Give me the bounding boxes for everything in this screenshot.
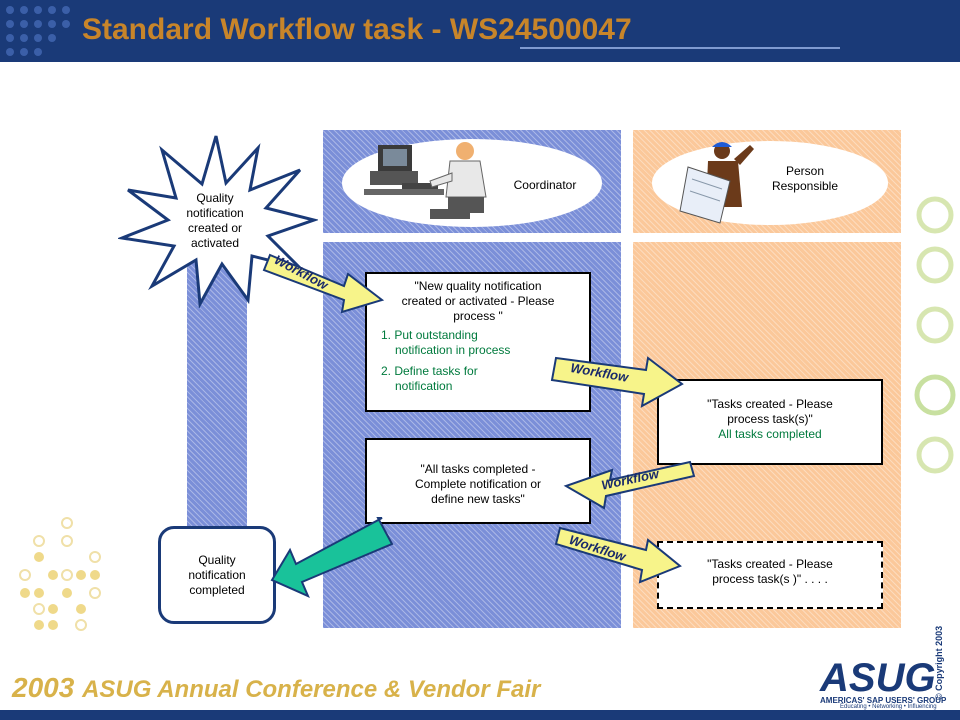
workflow-arrow-4	[554, 526, 682, 584]
new-notification-line3: process "	[453, 309, 503, 323]
conference-name: ASUG Annual Conference & Vendor Fair	[82, 676, 541, 703]
header-bar: Standard Workflow task - WS24500047	[0, 0, 960, 62]
end-event-line2: notification	[188, 568, 246, 582]
step1-line2: notification in process	[395, 343, 511, 357]
left-dots-decoration	[19, 517, 101, 631]
header-rule	[520, 47, 840, 49]
tasks-created-box: "Tasks created - Please process task(s)"…	[657, 379, 883, 465]
person-label-line2: Responsible	[771, 179, 839, 193]
tasks-created-line1: "Tasks created - Please	[707, 397, 833, 411]
start-event-line2: notification	[186, 206, 244, 220]
all-completed-line3: define new tasks"	[431, 492, 525, 506]
person-label-line1: Person	[785, 164, 825, 178]
tasks-created-line2: process task(s)"	[727, 412, 813, 426]
workflow-arrow-3	[563, 460, 696, 510]
conference-year: 2003	[12, 672, 75, 703]
conference-banner: 2003 ASUG Annual Conference & Vendor Fai…	[12, 672, 540, 704]
computer-icon	[364, 145, 444, 195]
end-event-line3: completed	[189, 583, 245, 597]
end-event-line1: Quality	[198, 553, 236, 567]
tasks-created-pending-box: "Tasks created - Please process task(s )…	[657, 541, 883, 609]
person-responsible-ellipse	[652, 141, 888, 225]
coordinator-person-icon	[429, 142, 487, 219]
copyright-text: © Copyright 2003	[934, 625, 944, 700]
new-notification-line1: "New quality notification	[414, 279, 542, 293]
all-completed-line1: "All tasks completed -	[420, 462, 536, 476]
pending-line2: process task(s )" . . . .	[712, 572, 828, 586]
asug-tagline: Educating • Networking • Influencing	[840, 704, 937, 710]
step1-line1: 1. Put outstanding	[381, 328, 478, 342]
header-dots-decoration	[6, 6, 70, 56]
new-notification-line2: created or activated - Please	[401, 294, 555, 308]
page-title: Standard Workflow task - WS24500047	[82, 13, 632, 46]
tasks-status-text: All tasks completed	[718, 427, 822, 441]
coordinator-label: Coordinator	[513, 178, 577, 192]
right-rings-decoration	[914, 196, 956, 474]
worker-with-blueprint-icon	[679, 142, 754, 224]
start-event-line4: activated	[190, 236, 240, 250]
start-event-line3: created or	[187, 221, 243, 235]
step2-line1: 2. Define tasks for	[381, 364, 478, 378]
asug-subtitle: AMERICAS' SAP USERS' GROUP	[820, 696, 947, 705]
pending-line1: "Tasks created - Please	[707, 557, 833, 571]
completion-arrow	[270, 517, 394, 598]
coordinator-ellipse	[342, 139, 602, 227]
start-event-text: Quality notification created or activate…	[165, 191, 265, 251]
person-responsible-label: Person Responsible	[760, 164, 850, 194]
new-notification-task-box: "New quality notification created or act…	[365, 272, 591, 412]
footer-band	[0, 710, 960, 720]
workflow-arrow-2	[550, 356, 684, 408]
all-tasks-completed-box: "All tasks completed - Complete notifica…	[365, 438, 591, 524]
all-completed-line2: Complete notification or	[414, 477, 542, 491]
workflow-arrow-1	[262, 253, 385, 314]
start-event-line1: Quality	[196, 191, 234, 205]
asug-logo: ASUG	[820, 656, 936, 700]
start-event-starburst	[118, 135, 318, 308]
step2-line2: notification	[395, 379, 453, 393]
return-path-bar	[187, 255, 247, 550]
